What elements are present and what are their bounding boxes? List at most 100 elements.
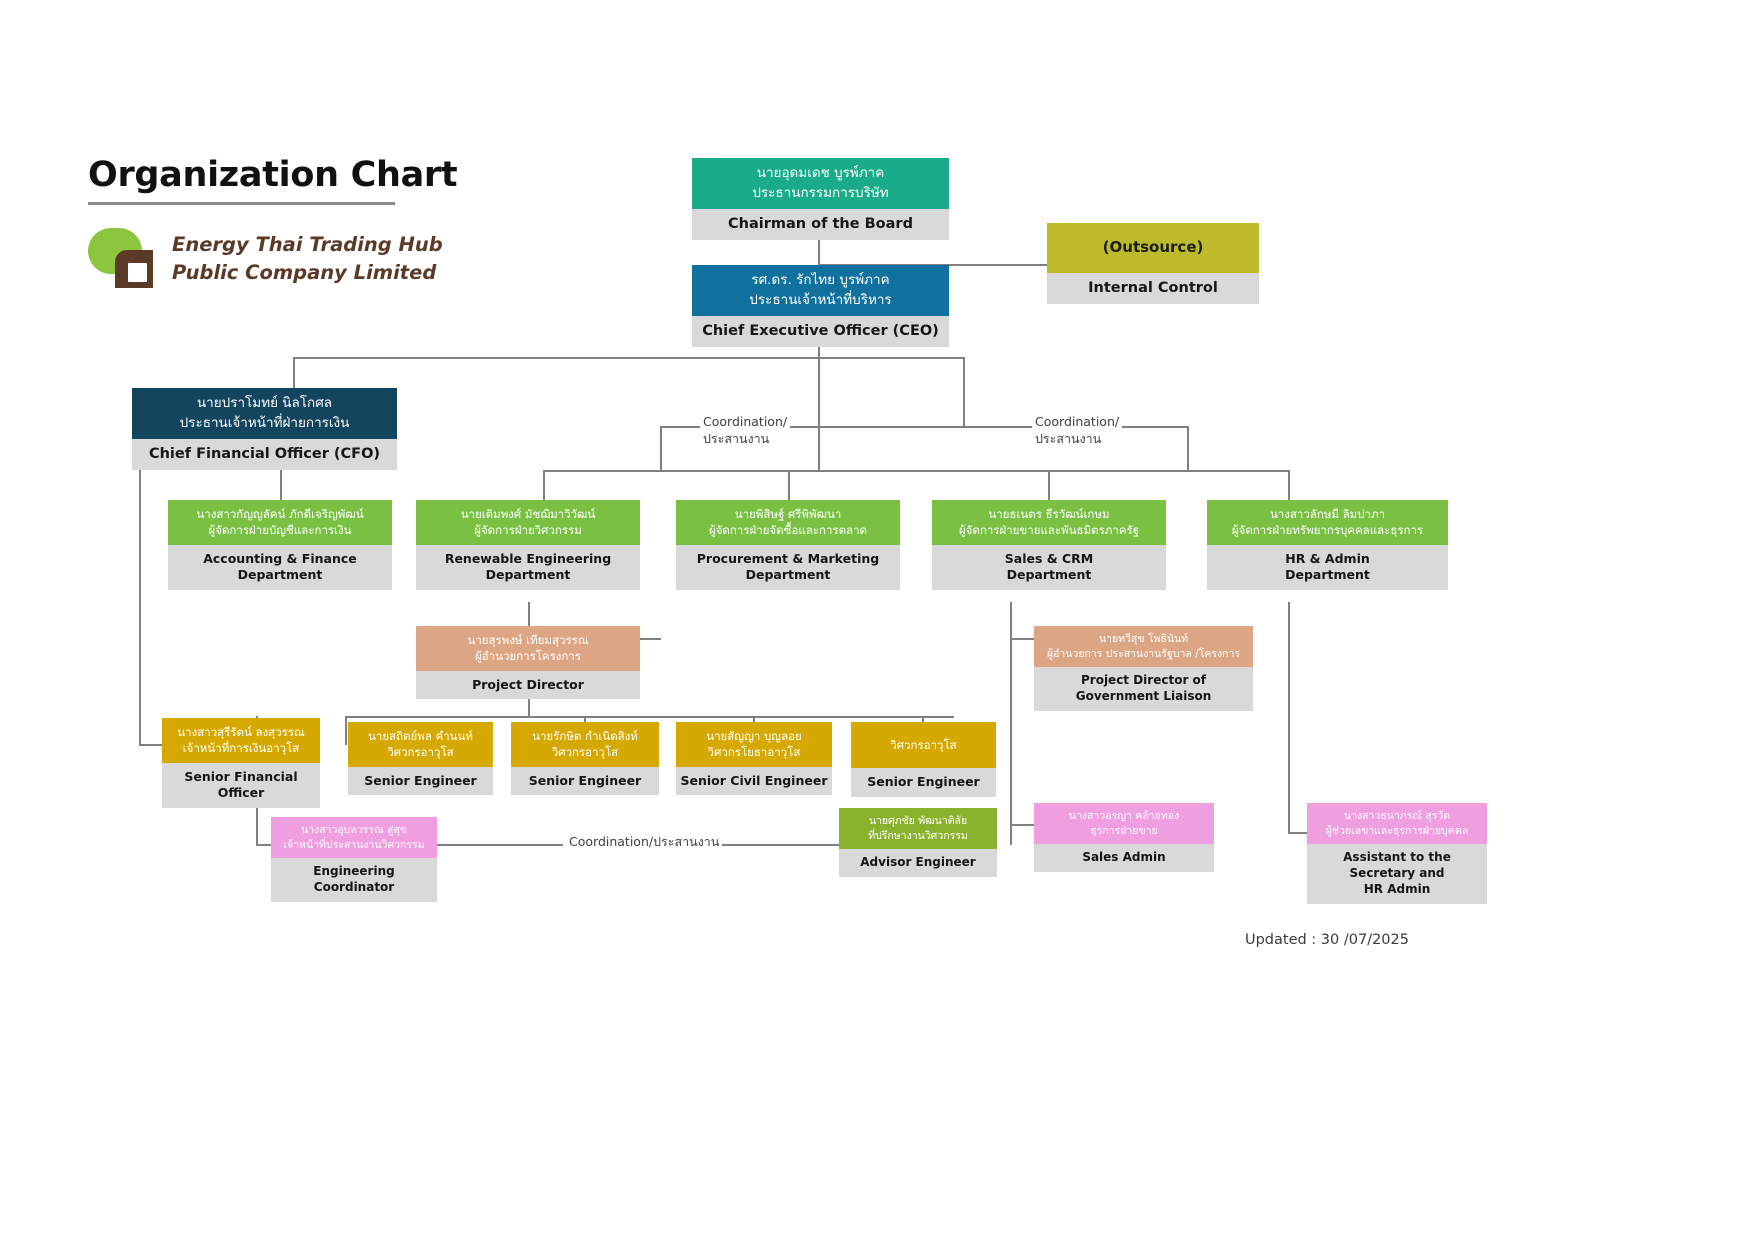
node-hr-english: HR & Admin Department (1207, 544, 1448, 590)
node-senior-engineer-3-thai: วิศวกรอาวุโส (851, 722, 996, 768)
leaf-logo-icon (88, 228, 160, 290)
connector-coordination-advisor-right (706, 844, 839, 846)
node-project-director[interactable]: นายสุรพงษ์ เทียมสุวรรณ ผู้อำนวยการโครงกา… (416, 626, 640, 700)
connector-sales-rail (1010, 602, 1012, 845)
node-accounting-thai: นางสาวกัญญลัคน์ ภักดีเจริญพัฒน์ ผู้จัดกา… (168, 500, 392, 545)
node-senior-engineer-2[interactable]: นายรักษิต กำเนิดสิงห์ วิศวกรอาวุโส Senio… (511, 722, 659, 796)
node-project-director-english: Project Director (416, 670, 640, 700)
connector-hr-rail (1288, 602, 1290, 833)
node-senior-engineer-1[interactable]: นายสถิตย์พล คำนนท์ วิศวกรอาวุโส Senior E… (348, 722, 493, 796)
node-chairman-english: Chairman of the Board (692, 209, 949, 241)
node-senior-engineer-2-thai: นายรักษิต กำเนิดสิงห์ วิศวกรอาวุโส (511, 722, 659, 767)
node-procurement-thai: นายพิสิษฐ์ ศรีพิพัฒนา ผู้จัดการฝ่ายจัดซื… (676, 500, 900, 545)
connector-ceo-bus (293, 357, 965, 359)
connector-to-engineering (543, 470, 545, 500)
node-assistant-secretary-hr-admin[interactable]: นางสาวธนาภรณ์ สุรวัต ผู้ช่วยเลขาและธุรกา… (1307, 803, 1487, 904)
node-ceo-english: Chief Executive Officer (CEO) (692, 316, 949, 348)
connector-sales-sales-admin (1010, 824, 1034, 826)
coordination-label-1: Coordination/ ประสานงาน (700, 413, 791, 448)
updated-timestamp: Updated : 30 /07/2025 (1244, 932, 1409, 948)
connector-engineering-pd (528, 602, 530, 626)
connector-cfo-accounting (280, 470, 282, 500)
node-project-director-thai: นายสุรพงษ์ เทียมสุวรรณ ผู้อำนวยการโครงกา… (416, 626, 640, 671)
node-ceo-thai: รศ.ดร. รักไทย บูรพ์ภาค ประธานเจ้าหน้าที่… (692, 265, 949, 317)
node-sales-admin-english: Sales Admin (1034, 844, 1214, 873)
connector-cfo-to-senior-financial (139, 744, 162, 746)
node-engineering-coordinator-english: Engineering Coordinator (271, 858, 437, 903)
node-senior-engineer-2-english: Senior Engineer (511, 766, 659, 796)
node-senior-engineer-3-english: Senior Engineer (851, 768, 996, 797)
company-logo: Energy Thai Trading Hub Public Company L… (88, 228, 443, 290)
company-name: Energy Thai Trading Hub Public Company L… (172, 231, 443, 286)
node-renewable-engineering-department[interactable]: นายเติมพงศ์ มัชฌิมาวิวัฒน์ ผู้จัดการฝ่าย… (416, 500, 640, 590)
square-shape-inner (125, 260, 150, 285)
node-senior-financial-english: Senior Financial Officer (162, 762, 320, 808)
node-chairman-thai: นายอุดมเดช บูรพ์ภาค ประธานกรรมการบริษัท (692, 158, 949, 210)
node-senior-civil-engineer-english: Senior Civil Engineer (676, 766, 832, 796)
node-gov-liaison-english: Project Director of Government Liaison (1034, 667, 1253, 712)
node-sales-crm-department[interactable]: นายธเนตร ธีรวัฒน์เกษม ผู้จัดการฝ่ายขายแล… (932, 500, 1166, 590)
node-advisor-engineer-thai: นายศุภชัย พัฒนาติลัย ที่ปรึกษางานวิศวกรร… (839, 808, 997, 850)
node-advisor-engineer[interactable]: นายศุภชัย พัฒนาติลัย ที่ปรึกษางานวิศวกรร… (839, 808, 997, 878)
node-procurement-english: Procurement & Marketing Department (676, 544, 900, 590)
connector-chairman-ceo (818, 240, 820, 265)
node-chairman-of-the-board[interactable]: นายอุดมเดช บูรพ์ภาค ประธานกรรมการบริษัท … (692, 158, 949, 241)
node-internal-control-thai: (Outsource) (1047, 223, 1259, 273)
node-senior-engineer-1-thai: นายสถิตย์พล คำนนท์ วิศวกรอาวุโส (348, 722, 493, 767)
connector-coordination-advisor-left (437, 844, 563, 846)
node-internal-control-english: Internal Control (1047, 273, 1259, 305)
company-name-line1: Energy Thai Trading Hub (172, 233, 443, 257)
node-senior-civil-engineer[interactable]: นายสัญญา บุญลอย วิศวกรโยธาอาวุโส Senior … (676, 722, 832, 796)
node-sales-english: Sales & CRM Department (932, 544, 1166, 590)
company-name-line2: Public Company Limited (172, 261, 437, 284)
node-sales-admin-thai: นางสาวอรญา คล้ายทอง ธุรการฝ่ายขาย (1034, 803, 1214, 845)
node-chief-financial-officer[interactable]: นายปราโมทย์ นิลโกศล ประธานเจ้าหน้าที่ฝ่า… (132, 388, 397, 471)
node-senior-engineer-3[interactable]: วิศวกรอาวุโส Senior Engineer (851, 722, 996, 797)
node-hr-admin-department[interactable]: นางสาวลักษมี ลิมปาภา ผู้จัดการฝ่ายทรัพยา… (1207, 500, 1448, 590)
connector-coordination-right-down (1187, 426, 1189, 471)
node-assistant-english: Assistant to the Secretary and HR Admin (1307, 844, 1487, 904)
title-block: Organization Chart (88, 158, 508, 205)
connector-ceo-departments (818, 357, 820, 471)
connector-sales-gov-liaison (1010, 638, 1034, 640)
connector-engineers-bus (345, 716, 954, 718)
connector-coordination-right-stem (963, 357, 965, 427)
node-accounting-finance-department[interactable]: นางสาวกัญญลัคน์ ภักดีเจริญพัฒน์ ผู้จัดกา… (168, 500, 392, 590)
connector-to-hr (1288, 470, 1290, 500)
node-senior-financial-officer[interactable]: นางสาวสุรีรัตน์ ลงสุวรรณ เจ้าหน้าที่การเ… (162, 718, 320, 808)
connector-pd-to-coordination (640, 638, 661, 640)
node-assistant-thai: นางสาวธนาภรณ์ สุรวัต ผู้ช่วยเลขาและธุรกา… (1307, 803, 1487, 845)
connector-department-bus (543, 470, 1288, 472)
node-sales-admin[interactable]: นางสาวอรญา คล้ายทอง ธุรการฝ่ายขาย Sales … (1034, 803, 1214, 873)
node-hr-thai: นางสาวลักษมี ลิมปาภา ผู้จัดการฝ่ายทรัพยา… (1207, 500, 1448, 545)
connector-ceo-cfo (293, 357, 295, 388)
node-engineering-coordinator[interactable]: นางสาวอุบลวรรณ สู่สุข เจ้าหน้าที่ประสานง… (271, 817, 437, 903)
node-senior-civil-engineer-thai: นายสัญญา บุญลอย วิศวกรโยธาอาวุโส (676, 722, 832, 767)
connector-cfo-left-rail (139, 470, 141, 745)
connector-hr-assistant (1288, 832, 1308, 834)
connector-to-sales (1048, 470, 1050, 500)
node-accounting-english: Accounting & Finance Department (168, 544, 392, 590)
connector-to-procurement (788, 470, 790, 500)
node-senior-financial-thai: นางสาวสุรีรัตน์ ลงสุวรรณ เจ้าหน้าที่การเ… (162, 718, 320, 763)
coordination-label-3: Coordination/ประสานงาน (566, 833, 723, 851)
node-sales-thai: นายธเนตร ธีรวัฒน์เกษม ผู้จัดการฝ่ายขายแล… (932, 500, 1166, 545)
connector-coordination-left-h (660, 426, 965, 428)
node-engineering-coordinator-thai: นางสาวอุบลวรรณ สู่สุข เจ้าหน้าที่ประสานง… (271, 817, 437, 859)
node-gov-liaison-thai: นายทวีสุข โพธินันท์ ผู้อำนวยการ ประสานงา… (1034, 626, 1253, 668)
page-title: Organization Chart (88, 155, 458, 195)
node-procurement-marketing-department[interactable]: นายพิสิษฐ์ ศรีพิพัฒนา ผู้จัดการฝ่ายจัดซื… (676, 500, 900, 590)
node-advisor-engineer-english: Advisor Engineer (839, 849, 997, 878)
connector-to-engineering-coordinator (256, 844, 275, 846)
node-chief-executive-officer[interactable]: รศ.ดร. รักไทย บูรพ์ภาค ประธานเจ้าหน้าที่… (692, 265, 949, 348)
node-internal-control[interactable]: (Outsource) Internal Control (1047, 223, 1259, 305)
title-divider (88, 202, 395, 205)
node-project-director-government-liaison[interactable]: นายทวีสุข โพธินันท์ ผู้อำนวยการ ประสานงา… (1034, 626, 1253, 712)
connector-coordination-left-v (660, 426, 662, 471)
connector-to-senior-engineer-1 (345, 716, 347, 745)
node-engineering-thai: นายเติมพงศ์ มัชฌิมาวิวัฒน์ ผู้จัดการฝ่าย… (416, 500, 640, 545)
connector-pd-stem (528, 686, 530, 717)
node-cfo-thai: นายปราโมทย์ นิลโกศล ประธานเจ้าหน้าที่ฝ่า… (132, 388, 397, 440)
node-cfo-english: Chief Financial Officer (CFO) (132, 439, 397, 471)
